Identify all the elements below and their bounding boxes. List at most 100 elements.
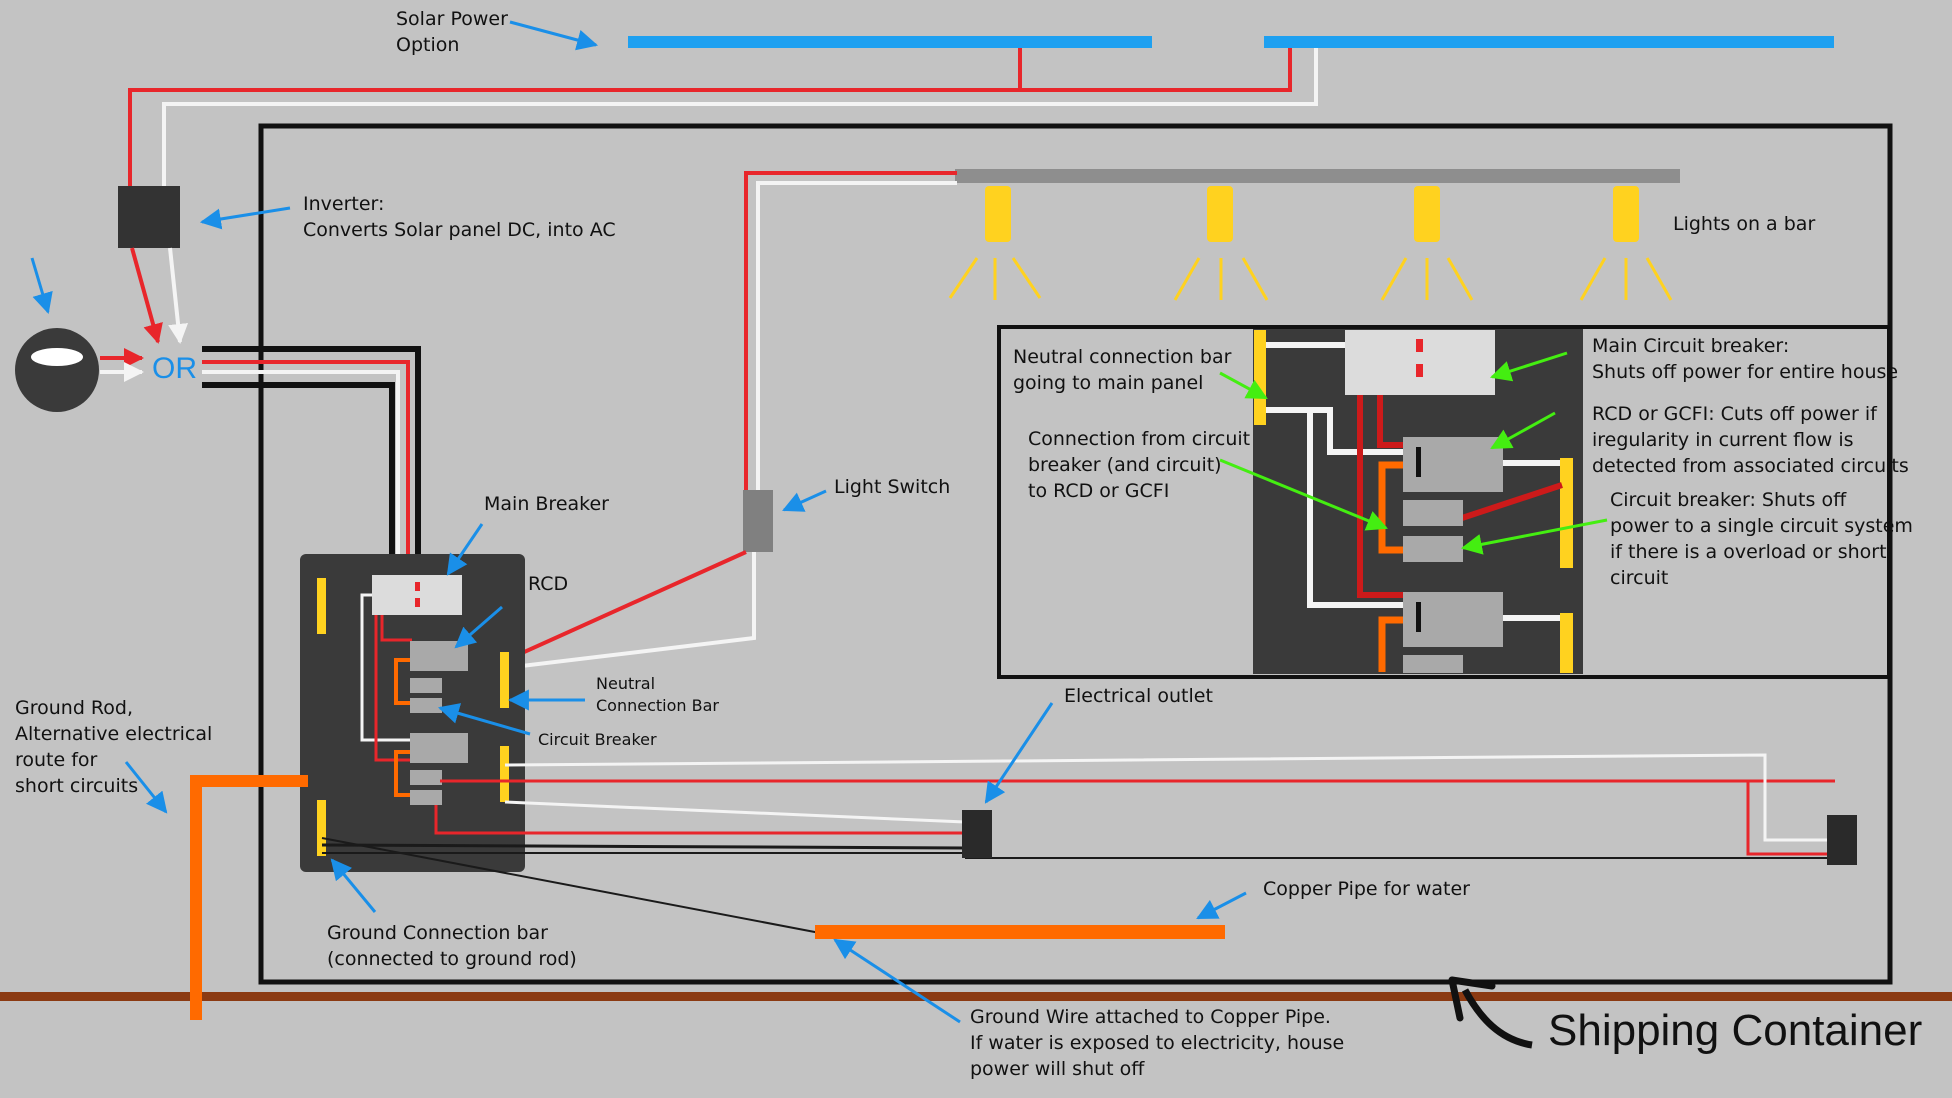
solar-hot-wire-2 [1020,48,1292,92]
label-solar-power: Solar Power Option [396,8,508,56]
label-ground-connection-bar: Ground Connection bar (connected to grou… [327,922,577,970]
panel-breaker-3 [410,770,442,785]
earth-line [0,992,1952,1001]
inset-label-main-breaker: Main Circuit breaker: Shuts off power fo… [1592,335,1899,383]
label-or: OR [152,352,197,385]
light-bulb-1 [948,186,1042,300]
callout-ground-wire [833,938,961,1024]
panel-orange-1 [394,658,410,705]
electrical-outlet-1 [962,810,992,858]
inset-neutral-bus-right-1 [1560,458,1573,568]
solar-hot-wire [128,48,1022,188]
light-switch [743,490,773,552]
light-bar [955,169,1680,183]
inset-breaker-1 [1403,500,1463,526]
outlet-hot-wire [434,805,965,835]
solar-panel-left [628,36,1152,48]
feed-ground-wire [202,346,421,560]
electrical-outlet-2 [1827,815,1857,865]
label-main-breaker: Main Breaker [484,493,609,515]
callout-inset-neutral [1219,371,1268,400]
callout-solar [509,20,599,51]
light-hot-wire [744,171,957,490]
panel-orange-2 [394,750,410,797]
inverter-neutral-out [168,247,189,344]
light-bulb-4 [1579,186,1673,301]
callout-main-breaker [446,523,484,576]
feed-ground-wire-2 [202,382,395,560]
inset-hot-wire-2 [1357,395,1405,598]
panel-neutral-bus-top [317,578,326,634]
panel-breaker-2 [410,698,442,713]
callout-circuit-breaker [437,703,531,736]
ground-rod [190,775,308,1020]
feed-hot-wire [202,360,410,578]
solar-neutral-wire [162,48,1318,188]
panel-neutral-bar-2 [500,746,509,802]
panel-rcd-2 [410,733,468,763]
inset-neutral-wire-2 [1266,407,1405,455]
outlet-ground-wire [321,843,966,850]
utility-meter [15,328,99,412]
solar-panel-right [1264,36,1834,48]
inset-label-circuit-breaker: Circuit breaker: Shuts off power to a si… [1610,489,1913,589]
panel-internal-hot [380,615,412,642]
label-rcd: RCD [528,573,569,595]
inset-neutral-wire-3 [1307,410,1405,608]
panel-breaker-4 [410,790,442,805]
callout-ground-rod [124,761,168,814]
inset-breaker-3 [1403,655,1463,673]
panel-breaker-1 [410,678,442,693]
feed-neutral-wire [202,370,400,578]
switch-neutral-return [504,552,756,670]
callout-inset-breaker [1460,518,1608,555]
inset-neutral-bus-left [1254,330,1266,425]
inset-hot-diag [1461,482,1563,521]
curved-arrow-head [1448,976,1496,1022]
callout-rcd [454,605,503,649]
callout-outlet [984,702,1054,804]
callout-inverter [199,206,291,230]
label-ground-wire: Ground Wire attached to Copper Pipe. If … [970,1006,1345,1080]
callout-inset-connection [1219,458,1388,531]
label-lights-on-bar: Lights on a bar [1673,213,1816,235]
label-copper-pipe: Copper Pipe for water [1263,878,1470,900]
label-light-switch: Light Switch [834,476,951,498]
inset-orange-1 [1378,461,1403,554]
label-inverter: Inverter: Converts Solar panel DC, into … [303,193,616,241]
long-hot-drop [1746,781,1830,856]
inset-label-rcd: RCD or GCFI: Cuts off power if iregulari… [1592,403,1909,477]
callout-copper-pipe [1196,891,1247,920]
label-electrical-outlet: Electrical outlet [1064,685,1213,707]
light-neutral-wire [756,181,957,490]
callout-ground-bar [330,858,377,913]
panel-main-breaker [372,575,462,615]
inset-orange-2 [1378,616,1403,672]
callout-inset-main [1489,351,1568,382]
inset-label-neutral: Neutral connection bar going to main pan… [1013,346,1232,394]
panel-internal-neutral [360,593,412,742]
inset-hot-wire [1377,395,1405,448]
label-neutral-connection-bar: Neutral Connection Bar [596,674,719,715]
outlet-neutral-wire [504,800,966,824]
callout-light-switch [782,489,827,512]
label-ground-rod: Ground Rod, Alternative electrical route… [15,697,213,797]
meter-callout-arrow [30,257,53,315]
panel-ground-bus [317,800,326,856]
utility-meter-dial [31,348,83,366]
inset-label-connection: Connection from circuit breaker (and cir… [1028,428,1251,502]
callout-inset-rcd [1490,411,1556,450]
label-circuit-breaker: Circuit Breaker [538,730,657,749]
light-bulb-2 [1173,186,1269,301]
long-neutral-wire [504,753,1830,842]
panel-neutral-bar-1 [500,652,509,708]
inverter-box [118,186,180,248]
curved-arrow-icon [1461,988,1533,1049]
label-shipping-container: Shipping Container [1548,1006,1923,1055]
inset-breaker-2 [1403,536,1463,562]
copper-pipe [815,925,1225,939]
inverter-hot-out [130,247,163,344]
light-bulb-3 [1380,186,1474,301]
